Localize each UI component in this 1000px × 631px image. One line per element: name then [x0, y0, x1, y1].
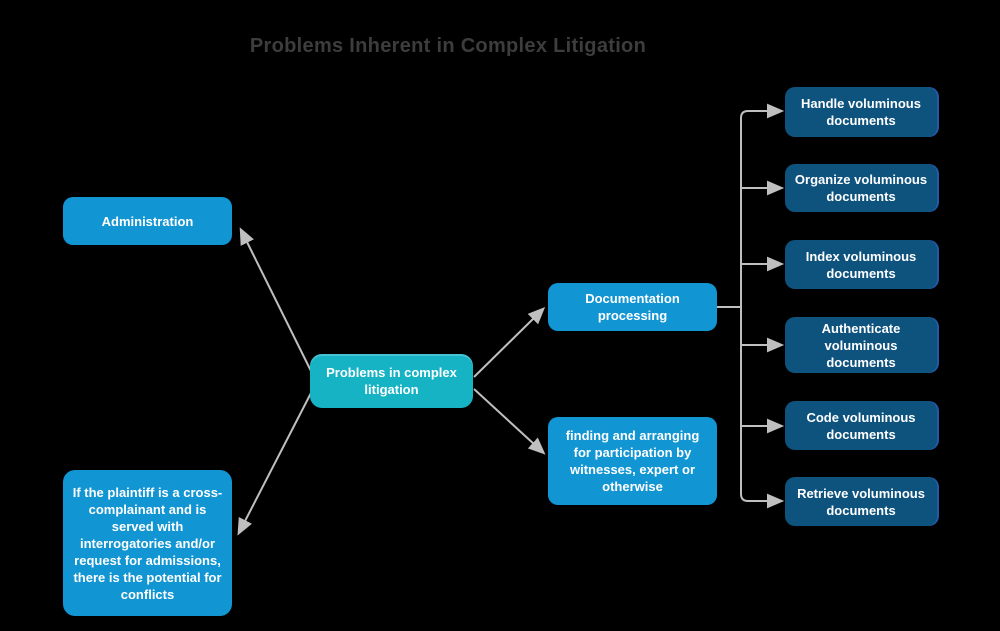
node-handle-documents[interactable]: Handle voluminous documents: [785, 87, 937, 137]
node-retrieve-documents-label: Retrieve voluminous documents: [797, 485, 925, 518]
connector-root-documentation: [473, 307, 546, 378]
node-organize-documents-label: Organize voluminous documents: [794, 172, 928, 204]
connector-root-plaintiff: [237, 392, 312, 536]
connector-root-witnesses: [473, 388, 546, 455]
node-root-problems-label: Problems in complex litigation: [326, 365, 457, 397]
node-plaintiff-conflicts[interactable]: If the plaintiff is a cross-complainant …: [63, 470, 232, 616]
node-retrieve-documents[interactable]: Retrieve voluminous documents: [785, 477, 937, 526]
node-index-documents[interactable]: Index voluminous documents: [785, 240, 937, 289]
node-handle-documents-label: Handle voluminous documents: [801, 96, 921, 128]
node-index-documents-label: Index voluminous documents: [805, 248, 917, 281]
connector-trunk: [740, 110, 749, 502]
node-administration-label: Administration: [101, 213, 194, 229]
node-authenticate-documents-label: Authenticate voluminous documents: [821, 320, 901, 370]
node-administration[interactable]: Administration: [63, 197, 232, 245]
diagram-title: Problems Inherent in Complex Litigation: [249, 35, 647, 57]
node-root-problems[interactable]: Problems in complex litigation: [310, 354, 473, 408]
node-documentation-processing[interactable]: Documentation processing: [548, 283, 717, 331]
node-witnesses[interactable]: finding and arranging for participation …: [548, 417, 717, 505]
node-organize-documents[interactable]: Organize voluminous documents: [785, 164, 937, 212]
node-plaintiff-conflicts-label: If the plaintiff is a cross-complainant …: [72, 484, 223, 602]
node-code-documents[interactable]: Code voluminous documents: [785, 401, 937, 450]
node-authenticate-documents[interactable]: Authenticate voluminous documents: [785, 317, 937, 373]
node-witnesses-label: finding and arranging for participation …: [565, 428, 700, 494]
node-documentation-processing-label: Documentation processing: [585, 291, 680, 323]
node-code-documents-label: Code voluminous documents: [806, 409, 916, 442]
connector-root-administration: [239, 227, 312, 372]
